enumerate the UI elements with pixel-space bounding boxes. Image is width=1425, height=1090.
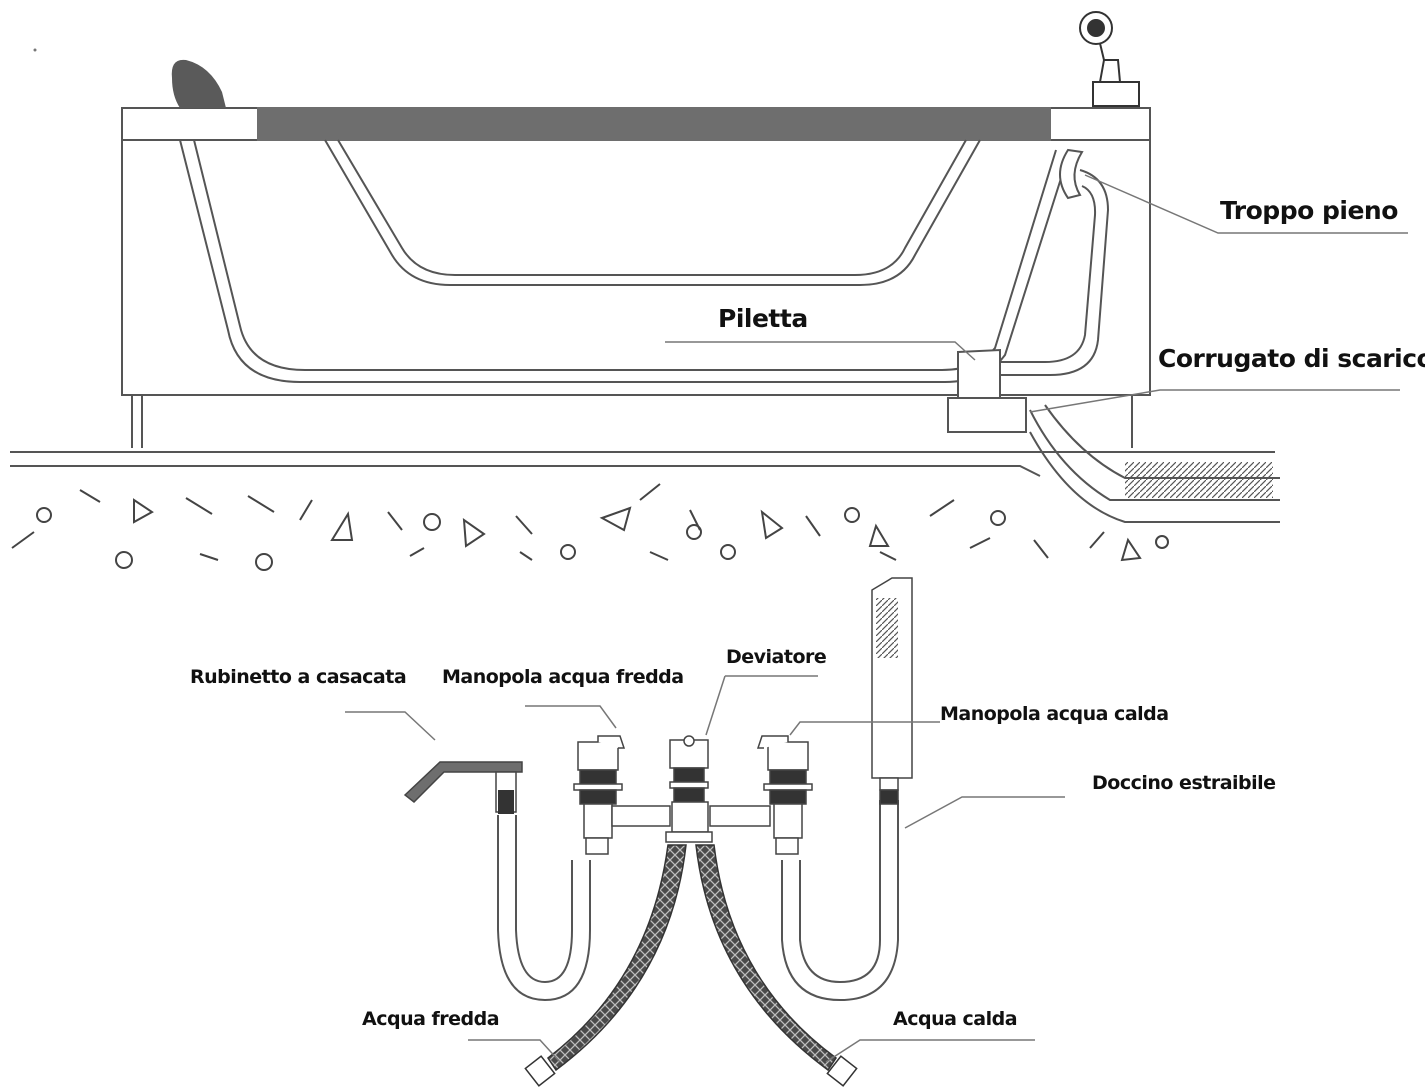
label-manopola-calda: Manopola acqua calda — [940, 703, 1169, 725]
label-deviatore: Deviatore — [726, 646, 827, 668]
drain-hose — [1029, 404, 1280, 523]
cascade-spout — [403, 761, 523, 814]
flex-hoses — [497, 800, 899, 1002]
overflow-assembly — [998, 148, 1110, 376]
concrete-aggregate — [11, 483, 1169, 571]
diverter — [665, 735, 713, 843]
label-acqua-fredda: Acqua fredda — [362, 1008, 500, 1030]
cold-valve — [573, 735, 671, 855]
drain-hatch — [1125, 462, 1273, 498]
dot — [33, 48, 37, 52]
basin-outline — [179, 139, 1071, 383]
label-rubinetto: Rubinetto a casacata — [190, 666, 407, 688]
label-doccino: Doccino estraibile — [1092, 772, 1276, 794]
label-corrugato: Corrugato di scarico — [1158, 344, 1425, 373]
hot-valve — [709, 735, 813, 855]
rim-dark-panel — [257, 107, 1051, 141]
label-acqua-calda: Acqua calda — [893, 1008, 1018, 1030]
pullout-hand-shower — [871, 577, 913, 805]
leader-lines-top — [665, 174, 1408, 413]
drain-piletta — [947, 348, 1027, 433]
braided-hoses — [524, 844, 858, 1087]
label-troppo-pieno: Troppo pieno — [1220, 196, 1398, 225]
leader-lines-bottom — [345, 675, 1065, 1063]
floor — [10, 451, 1275, 477]
rim-hand-shower — [1079, 11, 1140, 107]
bathtub-body — [121, 140, 1151, 396]
label-manopola-fredda: Manopola acqua fredda — [442, 666, 684, 688]
headrest — [171, 59, 226, 108]
label-piletta: Piletta — [718, 304, 808, 333]
